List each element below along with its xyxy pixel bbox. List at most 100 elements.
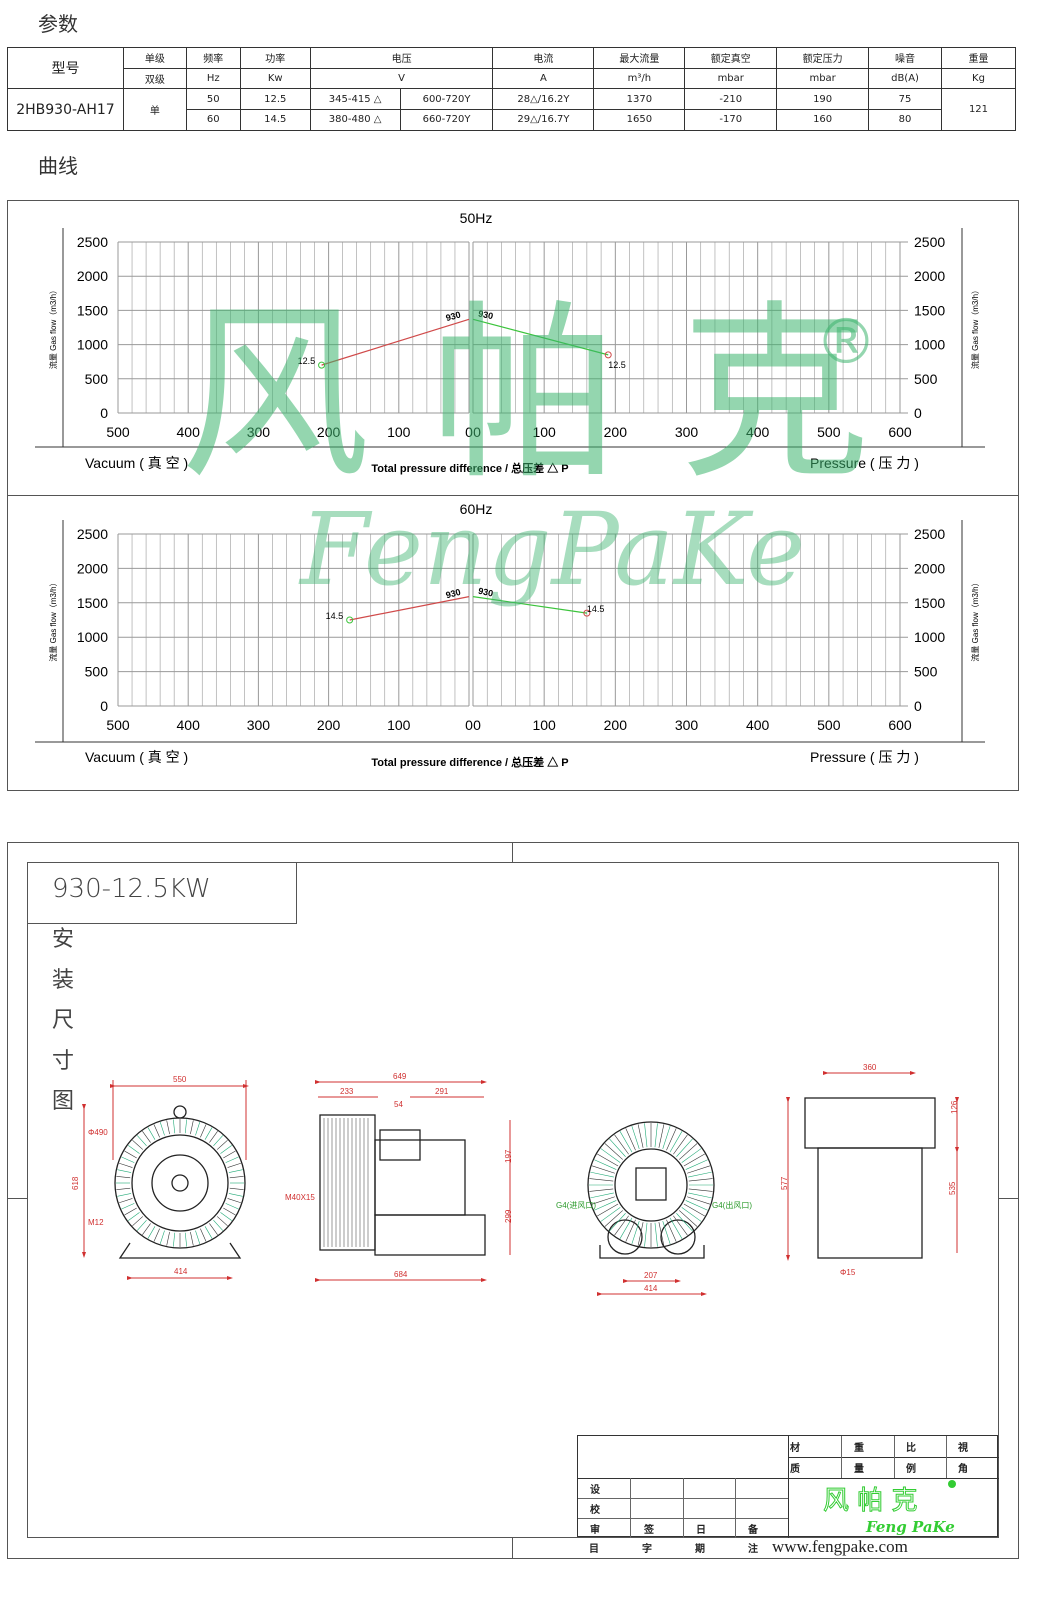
x-tick-pressure: 200 xyxy=(604,717,628,733)
tb-logo-registered-icon xyxy=(948,1480,956,1488)
tb-bottom-char: 字 xyxy=(642,1544,652,1555)
tb-view: 視 xyxy=(958,1443,968,1454)
pressure-line xyxy=(472,318,609,356)
vane-line xyxy=(658,1124,665,1148)
vane-line xyxy=(594,1200,617,1211)
pressure-marker xyxy=(583,609,591,617)
vane-line xyxy=(594,1159,617,1170)
chart-title: 60Hz xyxy=(460,501,493,517)
vane-line xyxy=(609,1213,626,1232)
pressure-label: Pressure ( 压 力 ) xyxy=(810,455,919,471)
vacuum-label: Vacuum ( 真 空 ) xyxy=(85,749,188,765)
dim-v1-width: 550 xyxy=(173,1075,187,1084)
x-tick-pressure: 200 xyxy=(604,424,628,440)
y-axis-label-left: 流量 Gas flow（m3/h） xyxy=(48,286,58,369)
point-label: 12.5 xyxy=(608,360,626,370)
dim-v1-dia: Φ490 xyxy=(88,1128,108,1137)
y-axis-label-right: 流量 Gas flow（m3/h） xyxy=(970,578,980,661)
x-tick-pressure: 0 xyxy=(473,424,481,440)
tb-weight2: 量 xyxy=(854,1464,864,1475)
vane-line xyxy=(225,1203,239,1210)
pressure-marker xyxy=(604,351,612,359)
tb-logo-cn: 风 帕 克 xyxy=(823,1486,919,1517)
vane-line xyxy=(688,1192,712,1199)
dim-v2-right: 291 xyxy=(435,1087,449,1096)
x-tick-pressure: 500 xyxy=(817,717,841,733)
cell-vac: -170 xyxy=(684,109,778,131)
vane-line xyxy=(195,1122,201,1136)
vane-line xyxy=(685,1159,708,1170)
vane-line xyxy=(597,1153,619,1167)
tb-material: 材 xyxy=(790,1443,800,1454)
vane-line xyxy=(683,1203,705,1217)
x-tick-vacuum: 0 xyxy=(465,717,473,733)
vane-line xyxy=(591,1196,615,1205)
vane-line xyxy=(225,1156,239,1163)
vacuum-marker xyxy=(346,616,354,624)
y-tick-right: 500 xyxy=(914,664,938,680)
x-tick-pressure: 100 xyxy=(532,717,556,733)
vane-line xyxy=(614,1134,629,1155)
drawing-frame xyxy=(27,862,999,1538)
side-char: 装 xyxy=(52,967,75,993)
tb-date: 日 xyxy=(696,1525,706,1536)
vane-line xyxy=(128,1145,140,1154)
vane-line xyxy=(625,1219,636,1242)
dim-v2-total: 649 xyxy=(393,1072,407,1081)
vane-line xyxy=(166,1231,170,1246)
vane-line xyxy=(688,1188,713,1192)
vane-line xyxy=(669,1131,683,1153)
vane-line xyxy=(644,1123,648,1148)
vane-line xyxy=(679,1143,698,1160)
cell-a: 29△/16.7Y xyxy=(492,109,595,131)
point-label: 930 xyxy=(445,310,462,324)
vane-line xyxy=(159,1230,165,1244)
x-tick-vacuum: 500 xyxy=(106,717,130,733)
y-tick-left: 500 xyxy=(85,664,109,680)
side-char: 寸 xyxy=(52,1048,75,1074)
y-tick-right: 2000 xyxy=(914,560,945,576)
vane-line xyxy=(590,1192,614,1199)
vane-line xyxy=(229,1176,244,1179)
vane-line xyxy=(147,1226,156,1239)
vane-line xyxy=(136,1135,147,1147)
website-link[interactable]: www.fengpake.com xyxy=(772,1537,908,1556)
vane-line xyxy=(658,1222,665,1246)
x-tick-vacuum: 400 xyxy=(177,424,201,440)
vane-line xyxy=(124,1207,137,1216)
x-tick-vacuum: 300 xyxy=(247,717,271,733)
vane-line xyxy=(591,1165,615,1174)
vane-line xyxy=(121,1203,135,1210)
drawing-title: 930-12.5KW xyxy=(52,874,211,904)
blower-views xyxy=(114,1097,936,1259)
vane-line xyxy=(662,1221,671,1245)
vane-line xyxy=(229,1187,244,1190)
vane-line xyxy=(600,1148,621,1163)
vane-line xyxy=(669,1217,683,1239)
y-tick-right: 0 xyxy=(914,698,922,714)
vane-line xyxy=(688,1178,713,1182)
vane-line xyxy=(128,1212,140,1221)
x-tick-pressure: 400 xyxy=(746,424,770,440)
vacuum-marker xyxy=(318,361,326,369)
tb-design: 设 xyxy=(590,1485,600,1496)
y-tick-right: 0 xyxy=(914,405,922,421)
dim-v1-bolt: M12 xyxy=(88,1218,104,1227)
drawing-side-label: 安 装 尺 寸 图 xyxy=(52,920,76,1123)
drawing-sheet xyxy=(7,842,1019,1559)
section-curves-title: 曲线 xyxy=(38,154,78,178)
dim-v4-top: 360 xyxy=(863,1063,877,1072)
y-tick-left: 0 xyxy=(100,405,108,421)
vane-line xyxy=(637,1222,644,1246)
dimension-lines xyxy=(82,1071,959,1296)
vane-line xyxy=(600,1207,621,1222)
vane-line xyxy=(213,1219,224,1231)
vane-line xyxy=(184,1232,187,1247)
cell-flow: 1650 xyxy=(593,109,686,131)
dim-v4-hole: Φ15 xyxy=(840,1268,856,1277)
vane-line xyxy=(685,1200,708,1211)
dim-v4-cap: 126 xyxy=(950,1100,959,1114)
y-tick-right: 500 xyxy=(914,371,938,387)
